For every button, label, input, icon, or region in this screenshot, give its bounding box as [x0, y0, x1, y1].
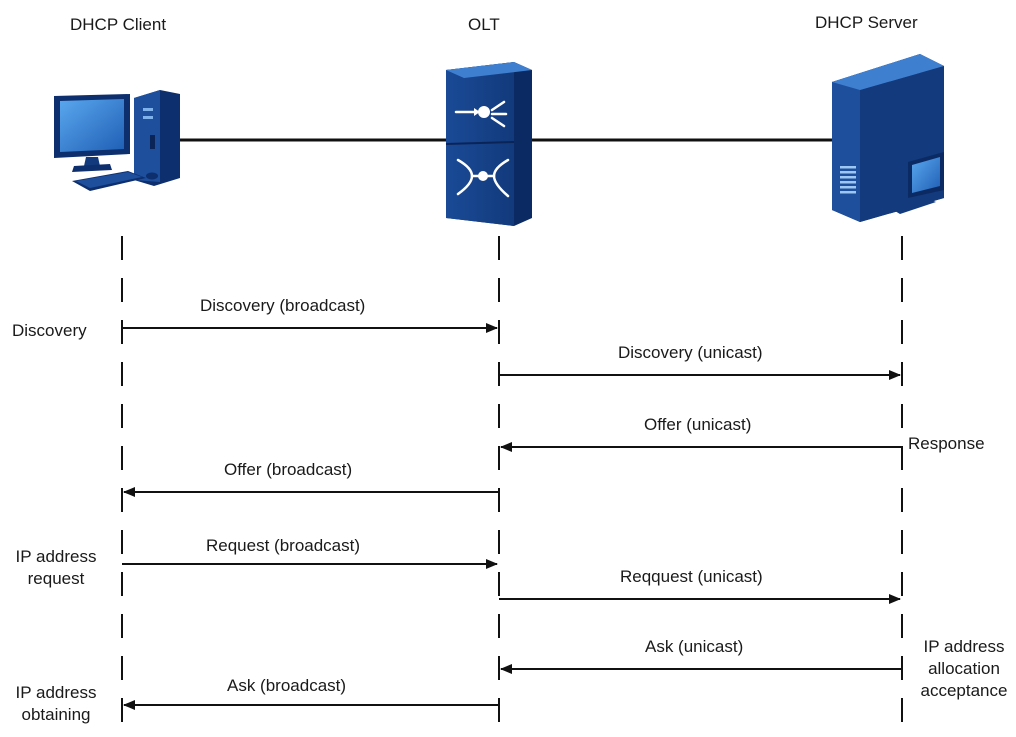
server-title: DHCP Server: [815, 13, 918, 32]
phase-ip-request: IP address request: [5, 546, 107, 590]
label-discovery-unicast: Discovery (unicast): [618, 343, 763, 362]
phase-ip-allocation-line-3: acceptance: [920, 681, 1008, 700]
label-request-unicast: Reqquest (unicast): [620, 567, 763, 586]
label-offer-broadcast: Offer (broadcast): [224, 460, 353, 479]
phase-ip-obtaining-line-2: obtaining: [21, 705, 91, 724]
olt-device-icon: [445, 62, 532, 226]
phase-ip-obtaining: IP address obtaining: [5, 682, 107, 726]
phase-discovery: Discovery: [12, 321, 87, 340]
label-request-broadcast: Request (broadcast): [206, 536, 361, 555]
label-offer-unicast: Offer (unicast): [644, 415, 752, 434]
phase-ip-request-line-2: request: [27, 569, 85, 588]
server-device-icon: [832, 54, 944, 222]
phase-ip-allocation-line-2: allocation: [928, 659, 1000, 678]
phase-ip-allocation-line-1: IP address: [923, 637, 1005, 656]
client-computer-icon: [54, 90, 180, 191]
phase-response: Response: [908, 434, 985, 453]
phase-ip-allocation: IP address allocation acceptance: [912, 636, 1016, 702]
label-ask-unicast: Ask (unicast): [645, 637, 744, 656]
phase-ip-obtaining-line-1: IP address: [15, 683, 97, 702]
olt-title: OLT: [468, 15, 500, 34]
label-discovery-broadcast: Discovery (broadcast): [200, 296, 366, 315]
phase-ip-request-line-1: IP address: [15, 547, 97, 566]
label-ask-broadcast: Ask (broadcast): [227, 676, 347, 695]
client-title: DHCP Client: [70, 15, 167, 34]
